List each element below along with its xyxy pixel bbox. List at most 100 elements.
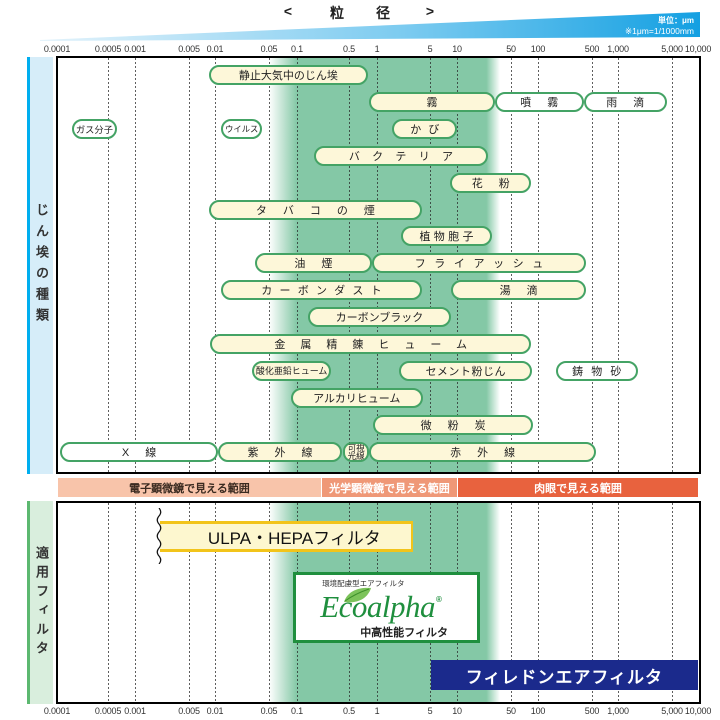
dust-range-bar: フライアッシュ bbox=[371, 253, 587, 274]
ulpa-hepa-filter-label: ULPA・HEPAフィルタ bbox=[207, 529, 381, 548]
visibility-range-segment: 電子顕微鏡で見える範囲 bbox=[58, 478, 321, 497]
visibility-range-segment: 肉眼で見える範囲 bbox=[458, 478, 698, 497]
gridline bbox=[592, 503, 593, 702]
gridline bbox=[592, 58, 593, 472]
visibility-range-segment: 光学顕微鏡で見える範囲 bbox=[321, 478, 457, 497]
tick-label-bottom: 0.5 bbox=[343, 706, 355, 716]
filters-label-text: 適用フィルタ bbox=[34, 545, 49, 660]
filedon-air-filter-label: フィレドンエアフィルタ bbox=[465, 667, 664, 687]
dust-range-bar: 油煙 bbox=[255, 253, 372, 274]
tick-label-bottom: 5,000 bbox=[661, 706, 683, 716]
gridline bbox=[215, 58, 216, 472]
gridline bbox=[215, 503, 216, 702]
dust-range-bar: ガス分子 bbox=[71, 118, 117, 139]
dust-range-label: バクテリア bbox=[348, 150, 466, 163]
title-char-1: 粒 bbox=[330, 5, 344, 21]
dust-range-bar: ウイルス bbox=[221, 118, 263, 139]
gridline bbox=[538, 503, 539, 702]
dust-range-bar: カーボンブラック bbox=[307, 307, 452, 328]
tick-label-top: 1,000 bbox=[607, 44, 629, 54]
gridline bbox=[269, 503, 270, 702]
dust-range-label: 噴霧 bbox=[520, 96, 575, 109]
tick-label-bottom: 0.0005 bbox=[94, 706, 122, 716]
dust-range-bar: カーボンダスト bbox=[221, 280, 422, 301]
dust-range-label: 植物胞子 bbox=[419, 231, 477, 244]
dust-range-label: 湯滴 bbox=[499, 285, 554, 298]
filters-side-label: 適用フィルタ bbox=[27, 501, 53, 704]
tick-label-bottom: 1 bbox=[374, 706, 380, 716]
dust-range-label: カーボンブラック bbox=[335, 312, 424, 325]
tick-label-top: 5,000 bbox=[661, 44, 683, 54]
visibility-range-label: 光学顕微鏡で見える範囲 bbox=[329, 482, 450, 495]
open-range-wavy-edge-icon bbox=[156, 508, 161, 564]
dust-range-label: 静止大気中のじん埃 bbox=[238, 70, 338, 82]
dust-range-bar: アルカリヒューム bbox=[290, 387, 423, 408]
dust-range-label: 鋳物砂 bbox=[572, 365, 630, 378]
filedon-air-filter-bar: フィレドンエアフィルタ bbox=[430, 660, 698, 690]
dust-range-bar: 赤外線 bbox=[368, 441, 597, 462]
dust-range-label: かび bbox=[410, 123, 447, 136]
dust-range-bar: 植物胞子 bbox=[401, 226, 492, 247]
tick-label-top: 0.01 bbox=[206, 44, 224, 54]
gridline bbox=[135, 58, 136, 472]
dust-range-label: 微粉炭 bbox=[420, 419, 502, 432]
tick-label-bottom: 0.01 bbox=[206, 706, 224, 716]
dust-range-label: 雨滴 bbox=[606, 96, 661, 109]
tick-label-top: 0.001 bbox=[124, 44, 146, 54]
unit-label: 単位：μm bbox=[657, 16, 694, 25]
filters-panel-frame bbox=[56, 501, 701, 704]
dust-range-label: X線 bbox=[121, 446, 173, 459]
dust-range-label: ガス分子 bbox=[75, 124, 113, 135]
leaf-icon bbox=[344, 587, 372, 603]
dust-range-label: 花粉 bbox=[471, 177, 526, 190]
ulpa-hepa-filter-bar: ULPA・HEPAフィルタ bbox=[159, 521, 414, 552]
tick-label-top: 500 bbox=[584, 44, 600, 54]
dust-range-bar: 湯滴 bbox=[451, 280, 587, 301]
tick-label-top: 0.5 bbox=[343, 44, 355, 54]
tick-label-top: 0.0001 bbox=[43, 44, 71, 54]
particle-size-arrow-wedge bbox=[40, 12, 700, 41]
dust-range-label: 赤外線 bbox=[450, 446, 532, 459]
dust-range-bar: かび bbox=[392, 118, 457, 139]
dust-range-bar: 雨滴 bbox=[583, 91, 667, 112]
unit-note: ※1μm=1/1000mm bbox=[625, 26, 694, 36]
tick-label-bottom: 0.001 bbox=[124, 706, 146, 716]
dust-range-label: ウイルス bbox=[225, 123, 259, 134]
dust-range-label: 酸化亜鉛ヒューム bbox=[255, 366, 328, 377]
dust-range-bar: バクテリア bbox=[314, 145, 488, 166]
gridline bbox=[135, 503, 136, 702]
title-left-bracket: < bbox=[283, 3, 293, 19]
tick-label-bottom: 10 bbox=[452, 706, 462, 716]
dust-range-label: カーボンダスト bbox=[261, 285, 389, 298]
dust-range-bar: 静止大気中のじん埃 bbox=[208, 65, 368, 85]
tick-label-bottom: 5 bbox=[427, 706, 433, 716]
gridline bbox=[618, 503, 619, 702]
tick-label-top: 100 bbox=[530, 44, 546, 54]
dust-range-label: 油煙 bbox=[294, 258, 349, 271]
dust-range-bar: 噴霧 bbox=[494, 91, 584, 112]
tick-label-top: 0.005 bbox=[178, 44, 200, 54]
tick-label-top: 10,000 bbox=[684, 44, 712, 54]
dust-range-bar: 紫外線 bbox=[218, 441, 342, 462]
gridline bbox=[189, 503, 190, 702]
dust-range-bar: 可視光線 bbox=[343, 441, 369, 462]
dust-range-label: 可視光線 bbox=[347, 442, 365, 461]
dust-range-label: タバコの煙 bbox=[255, 204, 391, 217]
tick-label-top: 0.1 bbox=[291, 44, 303, 54]
dust-range-label: セメント粉じん bbox=[425, 365, 506, 378]
dust-types-label-text: じん埃の種類 bbox=[34, 202, 49, 329]
dust-range-bar: 鋳物砂 bbox=[555, 360, 638, 381]
title-char-2: 径 bbox=[376, 5, 390, 21]
tick-label-bottom: 10,000 bbox=[684, 706, 712, 716]
dust-range-label: アルカリヒューム bbox=[313, 392, 401, 405]
title-right-bracket: > bbox=[425, 3, 435, 19]
dust-range-bar: タバコの煙 bbox=[208, 199, 422, 220]
tick-label-bottom: 1,000 bbox=[607, 706, 629, 716]
dust-range-bar: 微粉炭 bbox=[373, 414, 534, 435]
dust-types-panel-frame bbox=[56, 56, 701, 474]
tick-label-bottom: 500 bbox=[584, 706, 600, 716]
dust-range-bar: 霧 bbox=[368, 91, 495, 112]
visibility-range-label: 肉眼で見える範囲 bbox=[534, 482, 622, 495]
